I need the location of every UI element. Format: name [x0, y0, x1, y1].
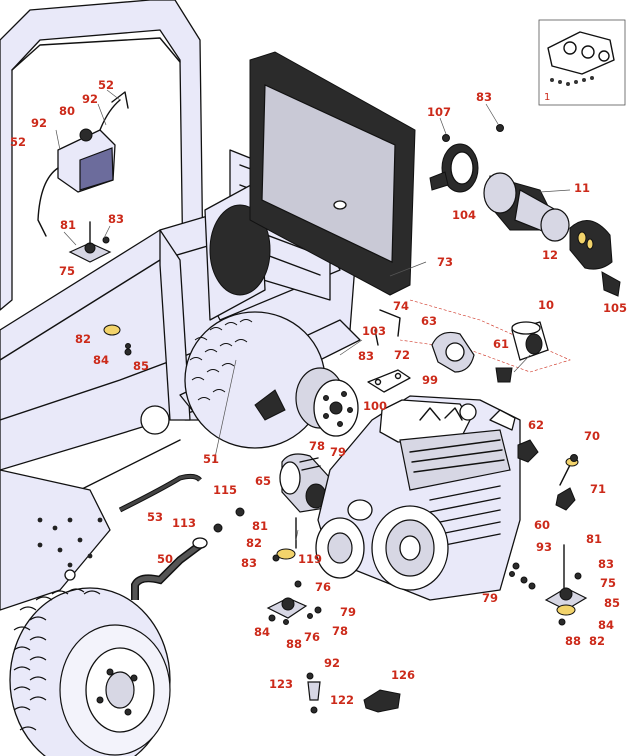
callout-label: 71 [590, 482, 606, 496]
callout-label: 78 [332, 624, 348, 638]
sensor-boot [555, 487, 576, 511]
callout-label: 82 [75, 332, 91, 346]
air-filter-housing [483, 172, 570, 242]
fuel-pump [517, 439, 539, 463]
callout-label: 115 [213, 483, 237, 497]
mounting-bracket [367, 309, 411, 393]
thermostat-housing [431, 331, 475, 373]
callout-label: 81 [252, 519, 268, 533]
callout-label: 12 [542, 248, 558, 262]
gasket-kit-inset: 1 [538, 19, 626, 106]
callout-label: 73 [437, 255, 453, 269]
callout-label: 92 [324, 656, 340, 670]
callout-label: 75 [600, 576, 616, 590]
callout-label: 122 [330, 693, 354, 707]
assembly-guide-line [399, 299, 571, 373]
callout-label: 79 [340, 605, 356, 619]
callout-label: 92 [82, 92, 98, 106]
clamp-104 [429, 143, 479, 193]
coolant-reservoir [37, 91, 129, 237]
callout-label: 10 [538, 298, 554, 312]
callout-label: 126 [391, 668, 415, 682]
callout-label: 76 [304, 630, 320, 644]
callout-label: 65 [255, 474, 271, 488]
engine-mount-right [509, 544, 588, 626]
starter-motor [279, 453, 331, 513]
callout-label: 107 [427, 105, 451, 119]
callout-label: 82 [246, 536, 262, 550]
callout-label: 78 [309, 439, 325, 453]
callout-label: 63 [421, 314, 437, 328]
engine-block [315, 395, 521, 601]
callout-label: 84 [254, 625, 270, 639]
callout-label: 83 [108, 212, 124, 226]
callout-label: 52 [10, 135, 26, 149]
air-cleaner-cap [569, 220, 613, 270]
callout-label: 123 [269, 677, 293, 691]
callout-label: 79 [482, 591, 498, 605]
rear-tire [9, 587, 171, 756]
washer-set-left [103, 324, 132, 356]
engine-mount-center [266, 517, 322, 625]
callout-label: 62 [528, 418, 544, 432]
alternator-pulley [295, 367, 359, 437]
callout-label: 119 [298, 552, 322, 566]
callout-labels: 52 92 80 52 92 81 83 75 82 84 85 51 53 1… [10, 78, 627, 707]
callout-label: 61 [493, 337, 509, 351]
callout-label: 52 [98, 78, 114, 92]
callout-label: 81 [60, 218, 76, 232]
bracket-126 [363, 689, 401, 713]
callout-label: 51 [203, 452, 219, 466]
callout-label: 83 [476, 90, 492, 104]
callout-label: 83 [241, 556, 257, 570]
callout-label: 85 [604, 596, 620, 610]
drain-plug [495, 367, 513, 383]
callout-label: 92 [31, 116, 47, 130]
callout-label: 83 [358, 349, 374, 363]
callout-label: 85 [133, 359, 149, 373]
callout-label: 103 [362, 324, 386, 338]
callout-label: 99 [422, 373, 438, 387]
callout-label: 104 [452, 208, 476, 222]
leader-lines [55, 89, 571, 541]
floor-plate [0, 469, 111, 611]
callout-label: 79 [330, 445, 346, 459]
callout-label: 50 [157, 552, 173, 566]
callout-label: 83 [598, 557, 614, 571]
callout-label: 70 [584, 429, 600, 443]
callout-label: 113 [172, 516, 196, 530]
callout-label: 100 [363, 399, 387, 413]
oil-pressure-switch [559, 454, 579, 486]
callout-label: 80 [59, 104, 75, 118]
oil-filter [511, 321, 549, 361]
callout-label: 53 [147, 510, 163, 524]
callout-label: 75 [59, 264, 75, 278]
callout-label: 84 [598, 618, 614, 632]
callout-label: 105 [603, 301, 627, 315]
radiator-screen [249, 51, 416, 296]
callout-label: 76 [315, 580, 331, 594]
callout-label: 84 [93, 353, 109, 367]
hoses-lower [118, 473, 245, 600]
air-cleaner-assembly [429, 124, 621, 297]
callout-label: 88 [565, 634, 581, 648]
callout-label: 93 [536, 540, 552, 554]
callout-label: 82 [589, 634, 605, 648]
engine-mount-left-upper [68, 221, 112, 263]
callout-label: 11 [574, 181, 590, 195]
fitting-assembly-bottom [306, 672, 321, 714]
callout-label: 72 [394, 348, 410, 362]
callout-label: 74 [393, 299, 409, 313]
callout-label: 60 [534, 518, 550, 532]
callout-label: 81 [586, 532, 602, 546]
inset-number: 1 [544, 92, 550, 103]
callout-label: 88 [286, 637, 302, 651]
